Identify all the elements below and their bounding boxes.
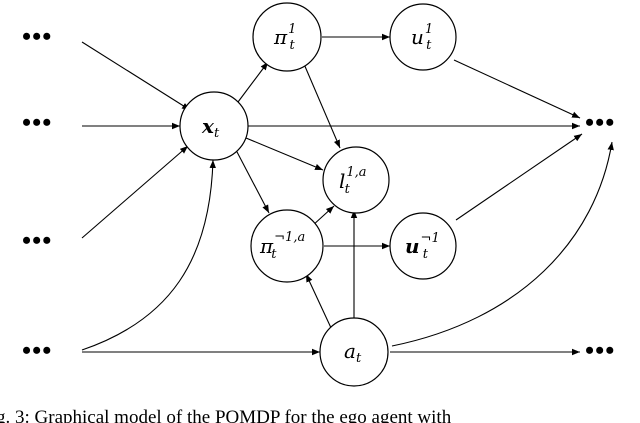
- ellipsis-left-4: •••: [22, 336, 52, 365]
- node-pi1-base: π: [273, 25, 288, 49]
- node-l-sub: t: [345, 182, 351, 197]
- ellipsis-right-2: •••: [585, 336, 615, 365]
- node-l: l1,a t: [322, 146, 390, 214]
- edge-x-to-l: [245, 137, 324, 171]
- node-pin: π¬1,a t: [250, 209, 324, 283]
- edge-x-to-pin: [235, 149, 270, 214]
- svg-text:l1,at: l1,a t: [339, 165, 367, 197]
- ellipsis-left-3: •••: [22, 226, 52, 255]
- edge-u1-to-right: [453, 59, 581, 119]
- node-pin-base: π: [259, 234, 274, 258]
- node-un-sub: t: [423, 247, 429, 262]
- ellipsis-left-1: •••: [22, 22, 52, 51]
- edge-x-to-pi1: [237, 61, 269, 103]
- node-l-base: l: [339, 169, 345, 193]
- edge-a-to-right-curve: [391, 141, 614, 347]
- svg-text:u1t: u1t: [411, 22, 433, 53]
- node-l-sup: 1,a: [346, 165, 366, 180]
- node-u1-base: u: [411, 25, 424, 49]
- edge-left3-to-x: [81, 145, 189, 239]
- edge-left4-to-x: [81, 159, 216, 351]
- node-pin-sup: ¬1,a: [274, 230, 305, 245]
- node-x: xt: [179, 91, 249, 161]
- figure-caption-text: g. 3: Graphical model of the POMDP for t…: [0, 407, 452, 423]
- svg-text:π1t: π1t: [273, 22, 296, 53]
- node-pi1-sub: t: [289, 38, 295, 53]
- node-a-base: a: [344, 339, 356, 363]
- node-u1-sup: 1: [425, 22, 433, 37]
- svg-text:xt: xt: [201, 114, 220, 141]
- node-un-base: u: [405, 234, 420, 258]
- node-x-sub: t: [214, 126, 220, 141]
- node-un-sup: ¬1: [421, 231, 440, 246]
- svg-text:u¬1t: u¬1t: [405, 231, 440, 262]
- edge-un-to-right: [455, 133, 583, 221]
- ellipsis-right-1: •••: [585, 108, 615, 137]
- ellipsis-left-2: •••: [22, 108, 52, 137]
- svg-text:π¬1,at: π¬1,a t: [259, 230, 305, 262]
- edge-pi1-to-l: [303, 63, 341, 149]
- node-a-sub: t: [356, 351, 362, 366]
- node-pi1-sup: 1: [288, 22, 296, 37]
- edge-a-to-pin: [305, 273, 333, 331]
- ellipsis-group: ••• ••• ••• ••• ••• •••: [22, 22, 615, 365]
- edges: [81, 33, 614, 356]
- node-x-base: x: [201, 114, 215, 138]
- edge-pin-to-l: [311, 205, 335, 227]
- edge-left1-to-x: [81, 41, 191, 111]
- node-pin-sub: t: [271, 247, 277, 262]
- svg-text:at: at: [344, 339, 362, 366]
- node-a: at: [319, 317, 389, 387]
- figure-caption: g. 3: Graphical model of the POMDP for t…: [0, 404, 640, 423]
- node-u1-sub: t: [426, 38, 432, 53]
